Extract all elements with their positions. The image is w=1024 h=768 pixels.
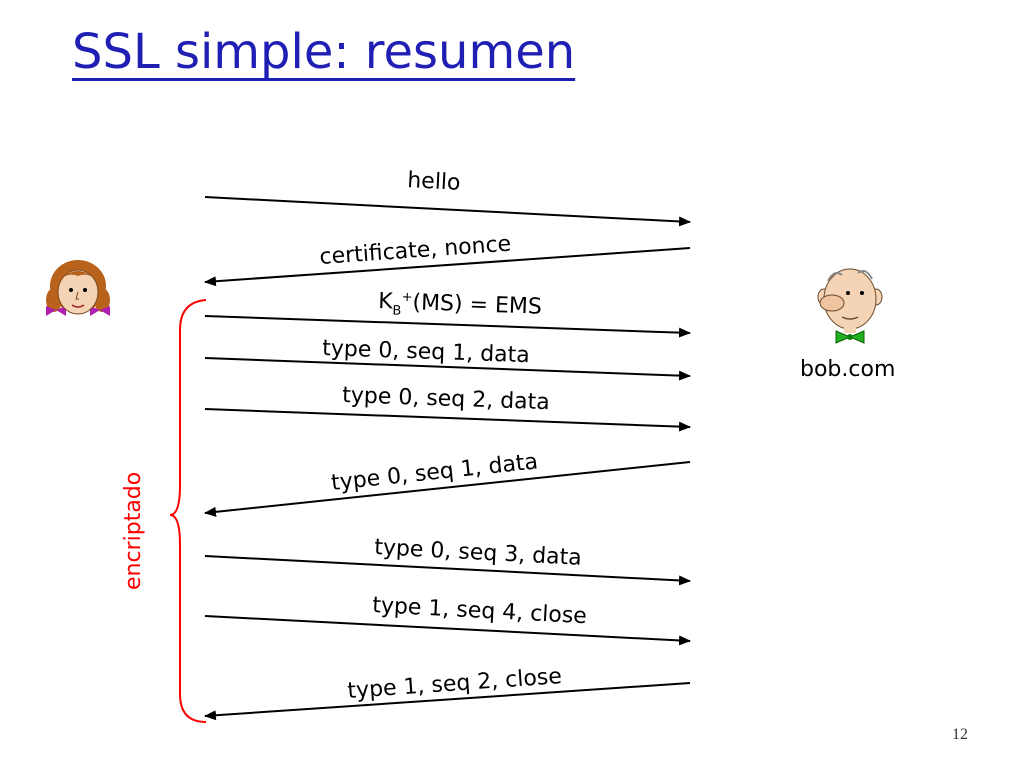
page-number: 12 (952, 726, 968, 743)
message-arrow (204, 408, 691, 432)
message-arrow (204, 357, 691, 381)
slide-title: SSL simple: resumen (72, 24, 576, 80)
message-arrow (204, 682, 691, 721)
key-subscript: B (392, 304, 401, 319)
bob-label: bob.com (800, 357, 895, 382)
message-arrow (204, 247, 691, 287)
message-arrows (204, 196, 691, 721)
message-label: type 1, seq 4, close (372, 593, 588, 629)
message-arrow (204, 555, 691, 586)
message-label-ems: KB+(MS) = EMS (378, 289, 543, 324)
alice-cartoon-icon (46, 260, 110, 316)
message-arrow (204, 615, 691, 646)
message-labels: hello certificate, nonce KB+(MS) = EMS t… (319, 168, 588, 704)
key-superscript: + (401, 290, 412, 305)
bob-cartoon-icon (817, 268, 883, 344)
key-rest: (MS) = EMS (412, 290, 542, 320)
encrypted-brace (169, 299, 207, 723)
message-arrow (204, 461, 691, 517)
encrypted-label: encriptado (121, 472, 146, 590)
key-symbol: K (378, 289, 394, 315)
message-label: type 0, seq 2, data (342, 383, 550, 415)
message-arrow (204, 196, 691, 227)
message-label: type 1, seq 2, close (347, 664, 563, 704)
message-label: certificate, nonce (319, 232, 512, 270)
message-label: hello (407, 168, 461, 196)
message-arrow (204, 315, 691, 338)
